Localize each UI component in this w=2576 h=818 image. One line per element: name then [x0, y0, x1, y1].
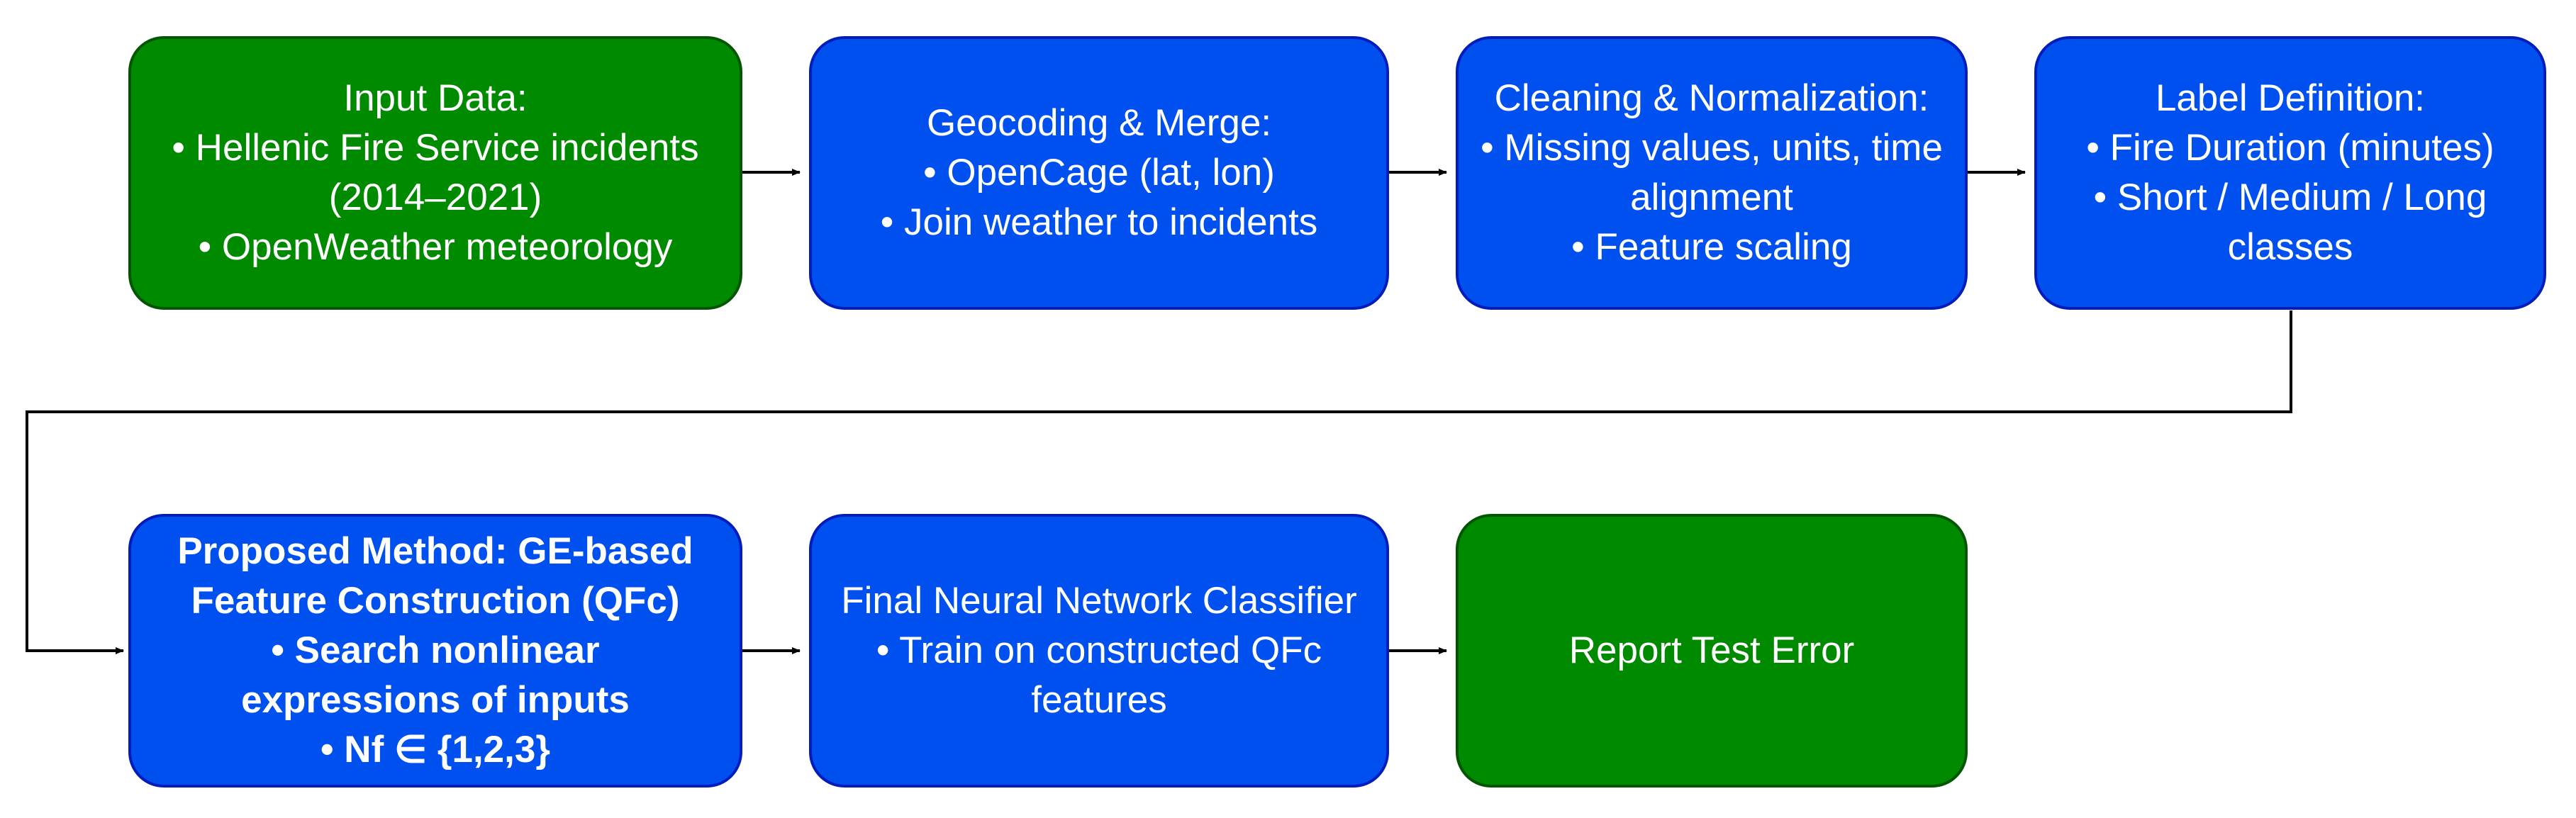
proposed-method-line: • Nf ∈ {1,2,3} [320, 729, 550, 771]
proposed-method-line: Proposed Method: GE-based [177, 530, 693, 572]
report-test-error-box: Report Test Error [1456, 514, 1968, 788]
arrow-label-to-proposed [26, 310, 2292, 654]
classifier-line: features [1031, 679, 1167, 721]
classifier-line: • Train on constructed QFc [876, 629, 1322, 671]
cleaning-line: alignment [1630, 177, 1793, 218]
geocoding-line: • OpenCage (lat, lon) [923, 152, 1275, 194]
label-definition-line: • Short / Medium / Long [2093, 177, 2487, 218]
geocoding-merge-box: Geocoding & Merge: • OpenCage (lat, lon) •… [809, 36, 1389, 310]
geocoding-line: • Join weather to incidents [880, 201, 1318, 243]
neural-network-classifier-box: Final Neural Network Classifier • Train o… [809, 514, 1389, 788]
geocoding-line: Geocoding & Merge: [926, 102, 1272, 144]
input-data-box: Input Data: • Hellenic Fire Service incid… [128, 36, 742, 310]
proposed-method-line: • Search nonlinear [271, 629, 600, 671]
label-definition-line: classes [2227, 226, 2353, 268]
input-data-line: (2014–2021) [328, 177, 542, 218]
label-definition-line: Label Definition: [2155, 77, 2426, 119]
cleaning-line: • Feature scaling [1571, 226, 1852, 268]
input-data-line: • Hellenic Fire Service incidents [172, 127, 699, 169]
proposed-method-line: Feature Construction (QFc) [191, 580, 680, 622]
cleaning-line: Cleaning & Normalization: [1494, 77, 1929, 119]
cleaning-normalization-box: Cleaning & Normalization: • Missing value… [1456, 36, 1968, 310]
input-data-line: • OpenWeather meteorology [198, 226, 673, 268]
classifier-line: Final Neural Network Classifier [841, 580, 1357, 622]
cleaning-line: • Missing values, units, time [1481, 127, 1943, 169]
proposed-method-line: expressions of inputs [241, 679, 630, 721]
label-definition-line: • Fire Duration (minutes) [2086, 127, 2494, 169]
label-definition-box: Label Definition: • Fire Duration (minute… [2034, 36, 2546, 310]
input-data-line: Input Data: [343, 77, 528, 119]
report-line: Report Test Error [1568, 629, 1855, 671]
